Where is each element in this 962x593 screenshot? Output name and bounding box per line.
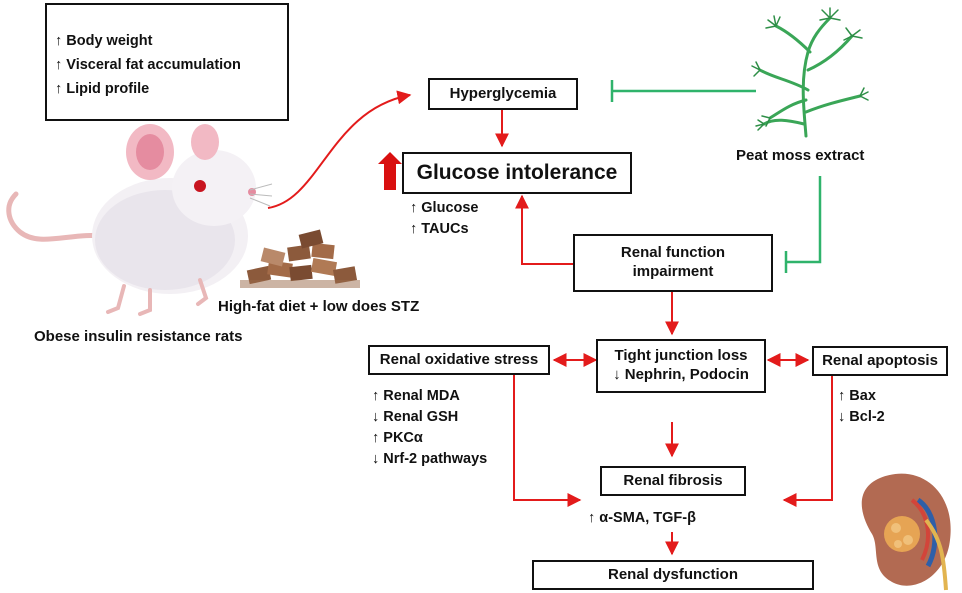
tight-junction-line1: Tight junction loss xyxy=(614,347,748,365)
glucose-intolerance-box: Glucose intolerance xyxy=(402,152,632,194)
marker-nrf2: ↓ Nrf-2 pathways xyxy=(372,451,488,467)
fibrosis-markers: ↑ α-SMA, TGF-β xyxy=(588,510,696,526)
marker-lipid-profile: ↑ Lipid profile xyxy=(55,81,150,97)
renal-function-line2: impairment xyxy=(632,263,714,280)
marker-bcl2: ↓ Bcl-2 xyxy=(838,409,885,425)
arrow-mouse-to-hyperglycemia xyxy=(267,90,412,209)
marker-renal-mda: ↑ Renal MDA xyxy=(372,388,460,404)
marker-body-weight: ↑ Body weight xyxy=(55,33,153,49)
tight-junction-line2: ↓ Nephrin, Podocin xyxy=(613,366,749,383)
marker-bax: ↑ Bax xyxy=(838,388,876,404)
mouse-caption: Obese insulin resistance rats xyxy=(34,328,243,345)
mouse-illustration xyxy=(6,124,273,316)
marker-visceral-fat: ↑ Visceral fat accumulation xyxy=(55,57,241,73)
dysfunction-box: Renal dysfunction xyxy=(532,560,814,590)
oxidative-markers: ↑ Renal MDA ↓ Renal GSH ↑ PKCα ↓ Nrf-2 p… xyxy=(372,386,487,470)
increase-arrow-icon xyxy=(378,152,402,190)
kidney-illustration xyxy=(861,473,951,591)
marker-renal-gsh: ↓ Renal GSH xyxy=(372,409,459,425)
renal-function-line1: Renal function xyxy=(620,244,726,262)
pellets-illustration xyxy=(240,229,360,288)
diet-caption: High-fat diet + low does STZ xyxy=(218,298,420,315)
peat-moss-label: Peat moss extract xyxy=(736,147,865,164)
metabolic-markers-box: ↑ Body weight ↑ Visceral fat accumulatio… xyxy=(45,3,289,121)
oxidative-stress-box: Renal oxidative stress xyxy=(368,345,550,375)
hyperglycemia-box: Hyperglycemia xyxy=(428,78,578,110)
marker-pkca: ↑ PKCα xyxy=(372,430,423,446)
fibrosis-box: Renal fibrosis xyxy=(600,466,746,496)
apoptosis-box: Renal apoptosis xyxy=(812,346,948,376)
marker-glucose: ↑ Glucose xyxy=(410,200,479,216)
arrow-renal-to-glucose xyxy=(515,194,574,265)
tight-junction-box: Tight junction loss ↓ Nephrin, Podocin xyxy=(596,339,766,393)
arrow-apoptosis-to-fibrosis xyxy=(782,374,833,507)
peat-moss-illustration xyxy=(751,7,869,138)
glucose-markers: ↑ Glucose ↑ TAUCs xyxy=(410,198,479,240)
apoptosis-markers: ↑ Bax ↓ Bcl-2 xyxy=(838,386,885,428)
inhibit-peat-to-renal xyxy=(786,176,822,264)
arrow-oxidative-to-fibrosis xyxy=(513,374,582,507)
renal-function-box: Renal function impairment xyxy=(573,234,773,292)
marker-taucs: ↑ TAUCs xyxy=(410,221,469,237)
